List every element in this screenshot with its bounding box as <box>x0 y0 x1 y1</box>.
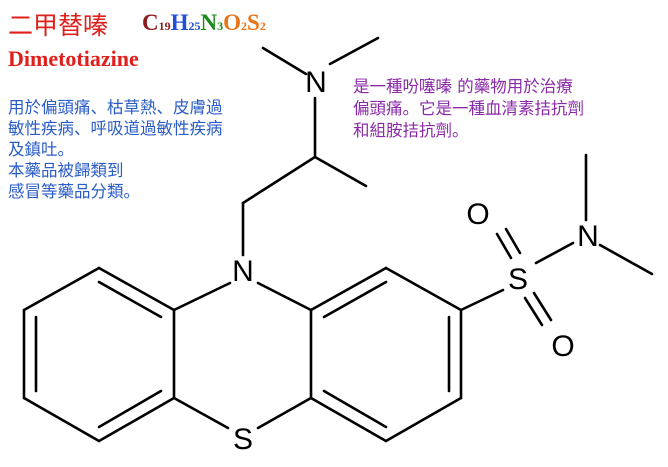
bond-n-rightring <box>256 281 313 312</box>
bond-n-leftring <box>172 281 232 312</box>
atom-s-ring: S <box>233 423 253 456</box>
bond-n-methyl-right <box>328 36 380 66</box>
element-symbol: H <box>170 10 189 35</box>
bond-ch-ch2 <box>241 155 317 205</box>
class-line: 偏頭痛。它是一種血清素拮抗劑 <box>353 99 584 118</box>
element-count: 19 <box>158 19 171 33</box>
bond-lb-2 <box>22 266 101 312</box>
element-count: 2 <box>259 19 266 33</box>
atom-n-sulfonamide: N <box>577 220 599 253</box>
bond-s-o-top-b <box>504 227 522 255</box>
class-line: 和組胺拮抗劑。 <box>353 121 469 140</box>
bond-lb-d1 <box>97 280 163 319</box>
bond-s-o-bot-a <box>523 296 544 327</box>
bond-n-methyl-left <box>261 46 308 76</box>
atom-o-top: O <box>466 198 489 231</box>
bond-s-n <box>534 241 575 265</box>
bond-lb-d3 <box>97 389 163 429</box>
formula-element-c: C19 <box>142 10 171 35</box>
element-symbol: N <box>200 10 218 35</box>
formula-element-s: S2 <box>247 10 266 35</box>
element-count: 25 <box>188 19 201 33</box>
usage-line: 本藥品被歸類到 <box>8 161 124 180</box>
element-count: 3 <box>217 19 224 33</box>
molecular-formula: C19H25N3O2S2 <box>142 10 266 36</box>
bond-s-leftring <box>172 396 230 430</box>
bond-rb-2 <box>384 266 463 312</box>
usage-line: 用於偏頭痛、枯草熱、皮膚過 <box>8 98 223 117</box>
element-symbol: C <box>142 10 159 35</box>
element-symbol: S <box>247 10 260 35</box>
bond-lb-5 <box>97 396 176 443</box>
bond-sn-methyl-down <box>598 243 654 276</box>
bond-ch-methyl <box>313 155 368 188</box>
compound-english-name: Dimetotiazine <box>8 46 139 71</box>
usage-line: 敏性疾病、呼吸道過敏性疾病 <box>8 119 223 138</box>
formula-element-n: N3 <box>201 10 224 35</box>
bond-ring-s <box>459 288 505 312</box>
atom-s-sulfonyl: S <box>508 263 528 296</box>
drug-class-description: 是一種吩噻嗪 的藥物用於治療 偏頭痛。它是一種血清素拮抗劑 和組胺拮抗劑。 <box>353 76 665 142</box>
bond-rb-1 <box>309 266 388 312</box>
atom-o-bottom: O <box>551 330 574 363</box>
usage-line: 感冒等藥品分類。 <box>8 182 140 201</box>
element-symbol: O <box>223 10 242 35</box>
bond-lb-1 <box>97 266 176 312</box>
bond-s-o-bot-b <box>532 291 553 322</box>
bond-lb-4 <box>22 396 101 443</box>
formula-element-h: H25 <box>171 10 201 35</box>
bond-s-o-top-a <box>495 232 513 260</box>
bond-rb-d1 <box>322 280 388 319</box>
element-count: 2 <box>241 19 248 33</box>
atom-n-ring: N <box>232 255 254 288</box>
compound-chinese-name: 二甲替嗪 <box>8 11 109 40</box>
usage-line: 及鎮吐。 <box>8 140 74 159</box>
formula-element-o: O2 <box>223 10 247 35</box>
bond-rb-5 <box>309 396 388 443</box>
bond-s-rightring <box>256 396 313 430</box>
class-line: 是一種吩噻嗪 的藥物用於治療 <box>353 77 573 96</box>
bond-rb-4 <box>384 396 463 443</box>
bond-rb-d3 <box>322 389 388 429</box>
atom-n-amine: N <box>305 66 327 99</box>
usage-description: 用於偏頭痛、枯草熱、皮膚過 敏性疾病、呼吸道過敏性疾病 及鎮吐。 本藥品被歸類到… <box>8 97 308 202</box>
